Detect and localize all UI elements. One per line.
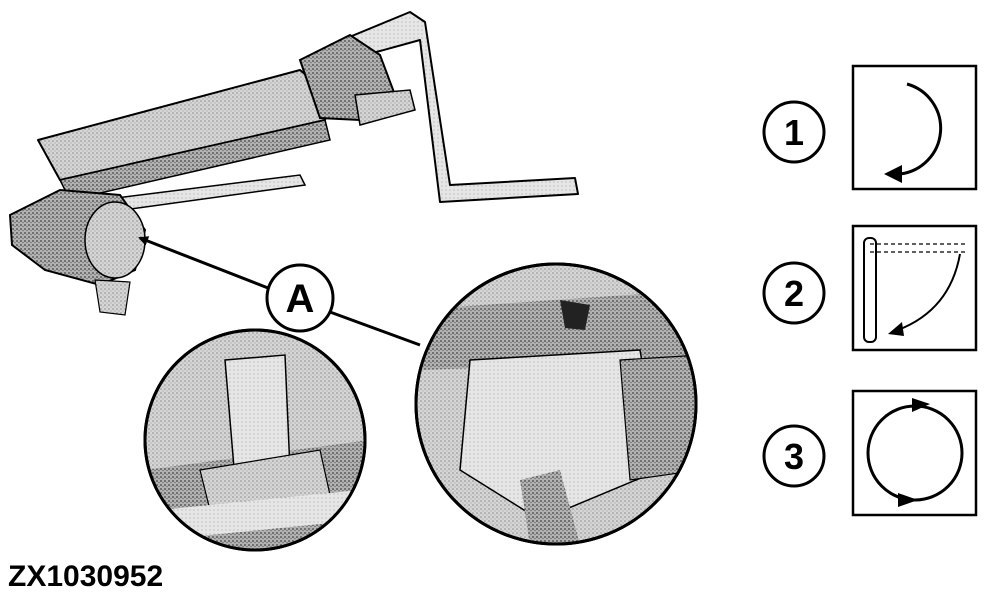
- clockwise-arc-arrow-icon: [884, 82, 943, 183]
- swing-down-arrow-icon: [863, 237, 968, 343]
- callout-a: A: [265, 263, 335, 333]
- step-2-number: 2: [784, 273, 804, 314]
- step-1-number: 1: [784, 112, 804, 153]
- step-3-panel: [851, 389, 978, 517]
- detail-view-right: [414, 262, 698, 546]
- callout-a-arrow: [138, 236, 269, 290]
- tie-rod-assembly-illustration: [8, 11, 579, 316]
- step-3-number: 3: [784, 436, 804, 477]
- step-3: 3: [762, 389, 978, 517]
- detail-view-left: [143, 328, 367, 552]
- figure-id: ZX1030952: [8, 560, 164, 593]
- callout-a-leader: [329, 310, 421, 347]
- rotate-full-circle-icon: [866, 398, 964, 507]
- step-2: 2: [762, 224, 978, 352]
- step-1: 1: [762, 64, 978, 191]
- callout-a-label: A: [286, 277, 315, 321]
